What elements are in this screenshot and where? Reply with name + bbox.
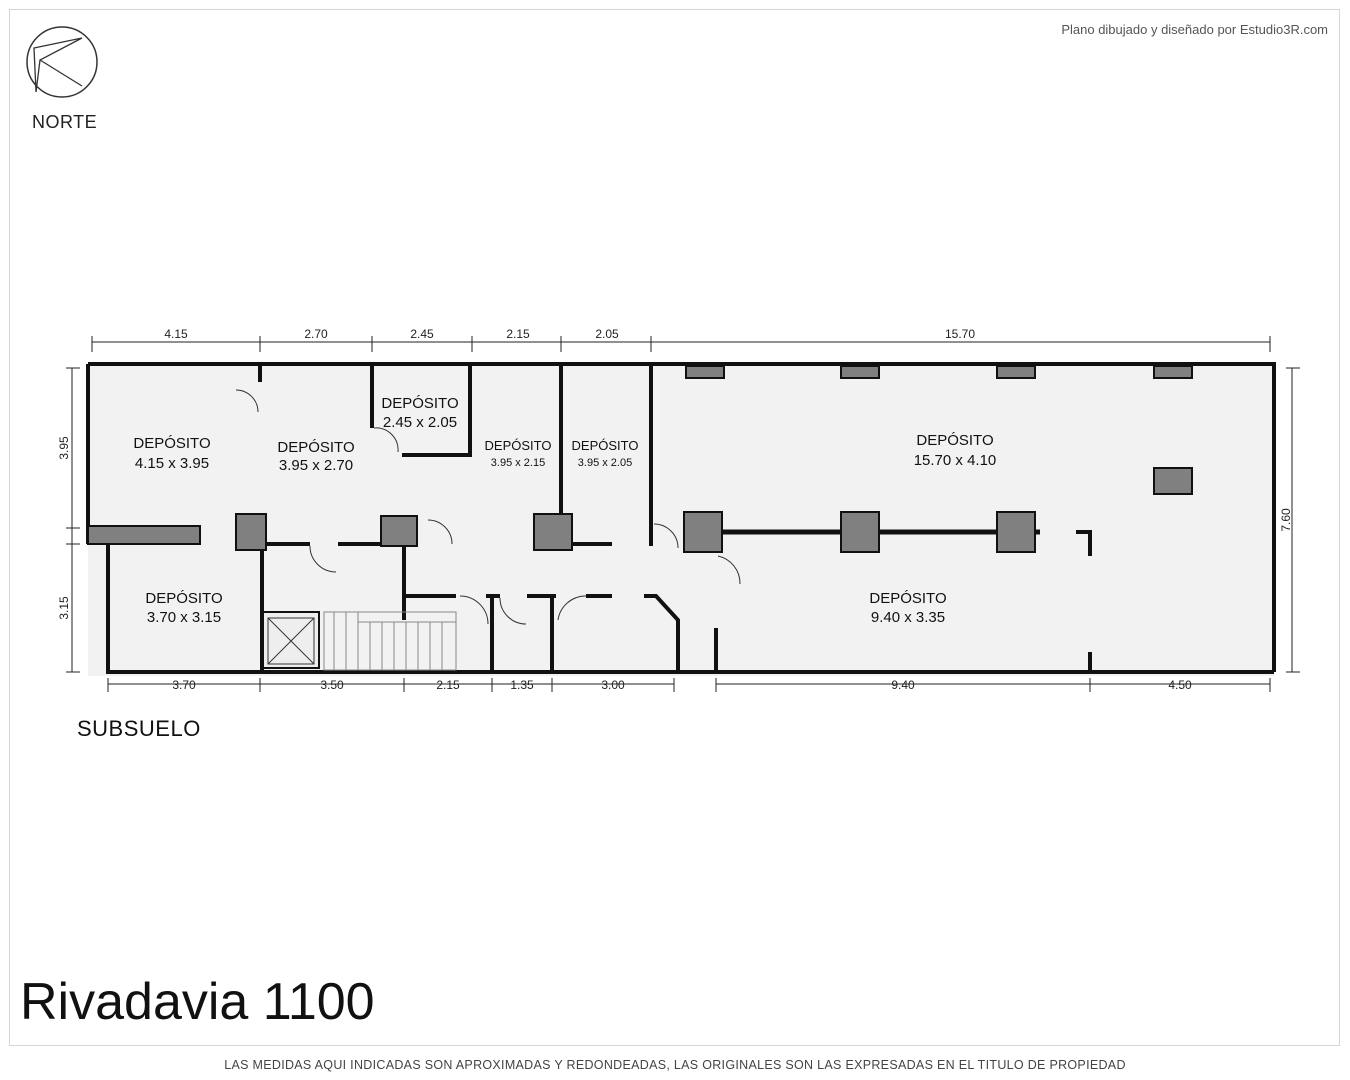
room-size: 4.15 x 3.95 [135, 455, 209, 472]
room-name: DEPÓSITO [869, 590, 946, 607]
dimension-labels-right: 7.60 [1279, 508, 1293, 532]
dim-label: 3.50 [320, 678, 344, 692]
outer-walls [86, 362, 1276, 674]
north-label: NORTE [32, 112, 98, 132]
door-swings [235, 389, 741, 625]
dim-label: 2.45 [410, 327, 434, 341]
dimension-labels-top: 4.15 2.70 2.45 2.15 2.05 15.70 [164, 327, 975, 341]
dimensions-top [91, 336, 1271, 352]
dim-label: 2.15 [436, 678, 460, 692]
dim-label: 2.05 [595, 327, 619, 341]
dimensions-bottom [107, 678, 1271, 692]
elevator-icon [267, 617, 315, 665]
dim-label: 4.15 [164, 327, 188, 341]
dim-label: 3.15 [57, 596, 71, 620]
room-size: 3.95 x 2.70 [279, 457, 353, 474]
dim-label: 3.00 [601, 678, 625, 692]
room-size: 9.40 x 3.35 [871, 609, 945, 626]
room-size: 3.95 x 2.05 [578, 457, 632, 469]
dimensions-left [66, 367, 80, 673]
dim-label: 2.15 [506, 327, 530, 341]
room-name: DEPÓSITO [485, 438, 552, 453]
dim-label: 4.50 [1168, 678, 1192, 692]
dim-label: 2.70 [304, 327, 328, 341]
room-size: 3.70 x 3.15 [147, 609, 221, 626]
north-arrow-icon [26, 26, 98, 98]
stairs-icon [323, 611, 457, 671]
dim-label: 3.95 [57, 436, 71, 460]
room-name: DEPÓSITO [145, 590, 222, 607]
room-size: 3.95 x 2.15 [491, 457, 545, 469]
room-name: DEPÓSITO [572, 438, 639, 453]
room-name: DEPÓSITO [916, 432, 993, 449]
room-name: DEPÓSITO [381, 395, 458, 412]
room-name: DEPÓSITO [133, 435, 210, 452]
dim-label: 3.70 [172, 678, 196, 692]
room-size: 15.70 x 4.10 [914, 452, 997, 469]
room-name: DEPÓSITO [277, 439, 354, 456]
dim-label: 1.35 [510, 678, 534, 692]
pillars [235, 365, 1193, 669]
dimension-labels-left: 3.95 3.15 [57, 436, 71, 620]
credit-text: Plano dibujado y diseñado por Estudio3R.… [1061, 22, 1328, 37]
room-size: 2.45 x 2.05 [383, 414, 457, 431]
dimension-labels-bottom: 3.70 3.50 2.15 1.35 3.00 9.40 4.50 [172, 678, 1192, 692]
level-label: SUBSUELO [77, 716, 201, 741]
drawing-frame [9, 9, 1340, 1046]
dim-label: 7.60 [1279, 508, 1293, 532]
dim-label: 15.70 [945, 327, 975, 341]
room-labels: DEPÓSITO 4.15 x 3.95 DEPÓSITO 3.95 x 2.7… [133, 395, 996, 626]
disclaimer-text: LAS MEDIDAS AQUI INDICADAS SON APROXIMAD… [224, 1058, 1126, 1072]
dim-label: 9.40 [891, 678, 915, 692]
property-title: Rivadavia 1100 [20, 973, 375, 1031]
dimensions-right [1286, 367, 1300, 673]
